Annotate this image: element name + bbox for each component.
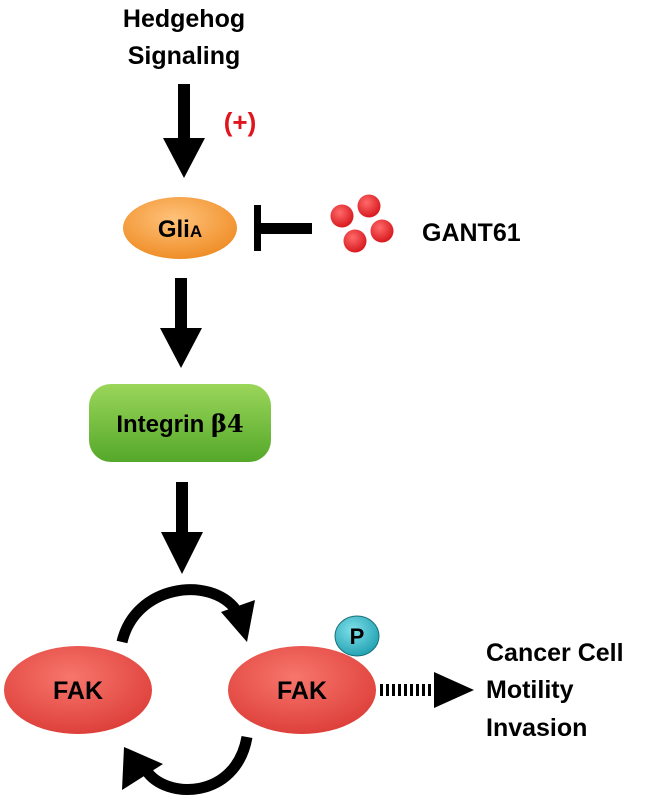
integrin-label: Integrin: [116, 411, 204, 438]
gant61-dot: [357, 194, 381, 218]
fak-right-node: FAK: [228, 646, 376, 734]
gant61-label: GANT61: [422, 219, 521, 247]
phospho-badge: P: [334, 615, 380, 657]
svg-text:GliA: GliA: [158, 216, 202, 243]
gli-subscript: A: [190, 222, 202, 241]
arrow-hedgehog-to-gli: [163, 84, 205, 178]
gant61-dot: [330, 204, 354, 228]
dashed-arrow-to-outcome: [380, 672, 474, 708]
arrow-gli-to-integrin: [160, 278, 202, 368]
curved-arrow-bottom: [122, 735, 253, 795]
gant61-molecule-icon: [330, 194, 394, 253]
outcome-line2: Motility: [486, 676, 574, 704]
arrow-integrin-to-fak: [161, 482, 203, 574]
inhibition-bar: [254, 205, 312, 251]
curved-arrow-top: [116, 584, 255, 644]
outcome-line1: Cancer Cell: [486, 639, 624, 667]
integrin-node: Integrin β4: [89, 384, 271, 462]
fak-left-label: FAK: [53, 677, 103, 705]
integrin-beta4-symbol: β4: [211, 409, 244, 438]
gant61-dot: [370, 219, 394, 243]
phospho-label: P: [350, 624, 365, 649]
gant61-dot: [343, 229, 367, 253]
gli-node: GliA: [123, 197, 237, 259]
svg-text:Integrin β4: Integrin β4: [116, 409, 243, 438]
fak-left-node: FAK: [4, 646, 152, 734]
hedgehog-label-line1: Hedgehog: [123, 5, 245, 33]
hedgehog-label-line2: Signaling: [128, 42, 241, 70]
activation-plus-sign: (+): [224, 107, 257, 137]
outcome-line3: Invasion: [486, 714, 587, 742]
fak-right-label: FAK: [277, 677, 327, 705]
gli-label: Gli: [158, 216, 190, 243]
